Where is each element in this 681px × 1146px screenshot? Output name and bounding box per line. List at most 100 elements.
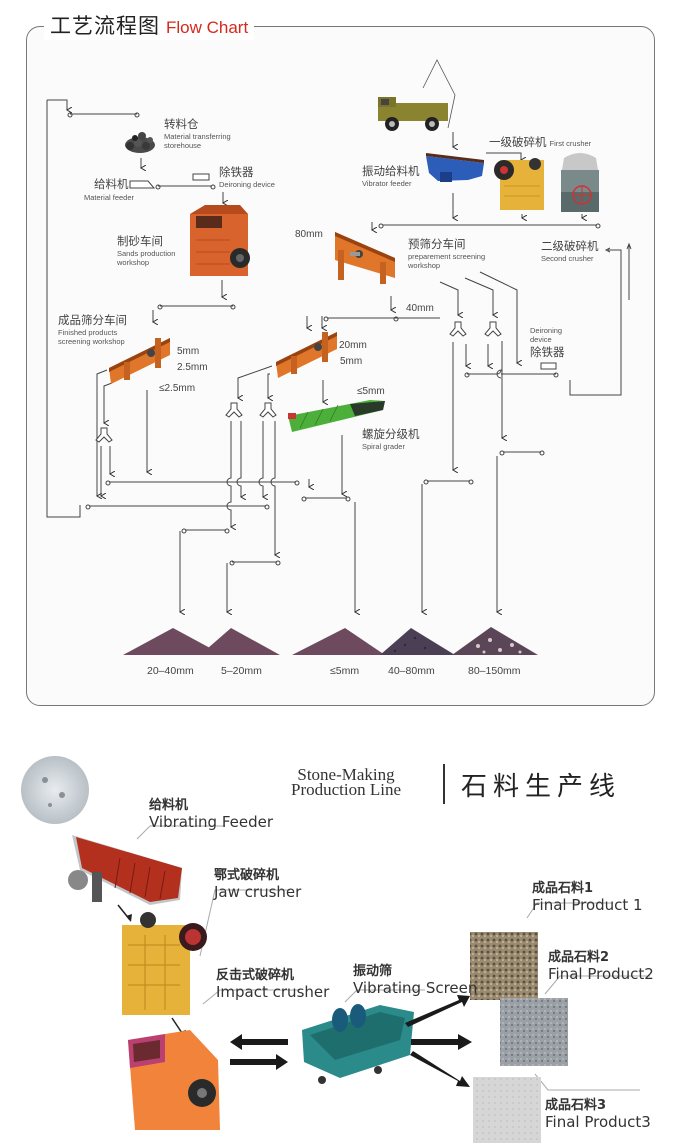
- deironing-2-en2: device: [530, 335, 552, 344]
- pre-screening-machine-icon: [335, 232, 395, 284]
- jaw-crusher-cn: 鄂式破碎机: [214, 868, 280, 883]
- product-label-40-80: 40–80mm: [388, 665, 435, 677]
- splitter-icon: [95, 427, 113, 443]
- sands-crusher-icon: [190, 205, 250, 276]
- pre-screening-en2: workshop: [408, 261, 441, 270]
- first-crusher-label: 一级破碎机 First crusher: [489, 134, 591, 150]
- vibrating-screen-machine-icon: [302, 1004, 414, 1084]
- pile-le5: [292, 628, 385, 655]
- pile-80-150: [452, 627, 538, 655]
- feeder-shape-icon: [129, 180, 156, 189]
- size-80mm: 80mm: [295, 229, 323, 240]
- deironing-device-icon: [192, 173, 210, 181]
- product-label-le5: ≤5mm: [330, 665, 360, 677]
- pre-screening-en1: preparement screening: [408, 252, 486, 261]
- title-en-line1: Stone-Making: [297, 765, 395, 784]
- spiral-grader-en: Spiral grader: [362, 442, 405, 451]
- impact-crusher-cn: 反击式破碎机: [216, 968, 295, 983]
- mid-screening-machine-icon: [276, 332, 337, 378]
- feeder-equipment-cn: 给料机: [149, 798, 189, 813]
- feeder-equipment-en: Vibrating Feeder: [149, 813, 274, 831]
- deironing-2-label: Deironing device 除铁器: [530, 326, 565, 360]
- product-label-20-40: 20–40mm: [147, 665, 194, 677]
- production-line-title-cn: 石料生产线: [461, 772, 622, 802]
- impact-crusher-machine-icon: [128, 1030, 220, 1130]
- pile-5-20: [200, 628, 280, 655]
- product-label-5-20: 5–20mm: [221, 665, 262, 677]
- size-40mm: 40mm: [406, 303, 434, 314]
- pre-screening-label: 预筛分车间 preparement screening workshop: [408, 236, 485, 270]
- pile-20-40: [123, 628, 223, 655]
- product-label-80-150: 80–150mm: [468, 665, 521, 677]
- jaw-crusher-icon: [494, 158, 544, 210]
- spiral-grader-icon: [288, 400, 385, 432]
- storehouse-cn: 转料仓: [164, 117, 199, 131]
- jaw-crusher-en: Jaw crusher: [214, 883, 302, 901]
- jaw-crusher-label: 鄂式破碎机 Jaw crusher: [214, 864, 301, 901]
- deironing-1-label: 除铁器 Deironing device: [219, 164, 275, 189]
- final-product-3-cn: 成品石料3: [545, 1098, 607, 1113]
- cycle-arrows-icon: [230, 1034, 288, 1070]
- dump-truck-icon: [378, 59, 456, 131]
- title-divider: [443, 764, 445, 804]
- recycle-arrow: [47, 99, 67, 110]
- storehouse-label: 转料仓 Material transferring storehouse: [164, 116, 231, 150]
- sands-en2: workshop: [117, 258, 150, 267]
- size-fin-5mm: 5mm: [177, 346, 200, 357]
- final-product-1-label: 成品石料1 Final Product 1: [532, 877, 643, 914]
- size-mid-5mm: 5mm: [340, 356, 363, 367]
- finished-screening-en2: screening workshop: [58, 337, 125, 346]
- feeder-cn: 给料机: [94, 177, 129, 191]
- vibrator-feeder-en: Vibrator feeder: [362, 179, 412, 188]
- final-product-1-swatch: [470, 932, 538, 1000]
- deironing-2-en1: Deironing: [530, 326, 563, 335]
- feeder-en-wrap: Material feeder: [84, 193, 134, 202]
- cone-crusher-icon: [561, 153, 599, 212]
- sands-cn: 制砂车间: [117, 234, 163, 248]
- feeder-en: Material feeder: [84, 193, 135, 202]
- final-product-2-label: 成品石料2 Final Product2: [548, 946, 654, 983]
- storehouse-en1: Material transferring: [164, 132, 231, 141]
- splitter-icon: [449, 321, 467, 337]
- output-arrows-icon: [405, 995, 472, 1087]
- storehouse-pile-icon: [125, 132, 155, 153]
- vibrator-feeder-label: 振动给料机 Vibrator feeder: [362, 163, 420, 188]
- splitter-icon: [259, 402, 277, 418]
- storehouse-en2: storehouse: [164, 141, 202, 150]
- vibrating-screen-cn: 振动筛: [353, 964, 393, 979]
- final-product-1-cn: 成品石料1: [532, 881, 594, 896]
- first-crusher-cn: 一级破碎机: [489, 135, 547, 149]
- size-fin-2-5mm: 2.5mm: [177, 362, 208, 373]
- splitter-icon: [484, 321, 502, 337]
- impact-crusher-en: Impact crusher: [216, 983, 330, 1001]
- final-product-2-swatch: [500, 998, 568, 1066]
- sands-en1: Sands production: [117, 249, 176, 258]
- final-product-3-en: Final Product3: [545, 1113, 651, 1131]
- vibrator-feeder-cn: 振动给料机: [362, 164, 420, 178]
- second-crusher-en: Second crusher: [541, 254, 594, 263]
- impact-crusher-label: 反击式破碎机 Impact crusher: [216, 964, 329, 1001]
- splitter-icon: [225, 402, 243, 418]
- vibrating-feeder-machine-icon: [68, 835, 182, 905]
- finished-screening-machine-icon: [109, 338, 170, 384]
- pile-40-80: [380, 628, 455, 655]
- spiral-grader-cn: 螺旋分级机: [362, 427, 420, 441]
- size-fin-le2-5mm: ≤2.5mm: [159, 383, 196, 394]
- return-loop: [569, 249, 622, 396]
- flow-chart-title-cn: 工艺流程图: [50, 14, 160, 38]
- sands-label: 制砂车间 Sands production workshop: [117, 233, 175, 267]
- jaw-crusher-machine-icon: [122, 912, 207, 1015]
- production-line-title-en: Stone-Making Production Line: [291, 765, 402, 799]
- title-en-line2: Production Line: [291, 780, 402, 799]
- vibrator-feeder-icon: [426, 153, 484, 182]
- final-product-1-en: Final Product 1: [532, 896, 643, 914]
- size-spiral-le5mm: ≤5mm: [357, 386, 385, 397]
- flow-chart-title: 工艺流程图 Flow Chart: [44, 10, 255, 40]
- feeder-label: 给料机: [94, 176, 129, 192]
- pre-screening-cn: 预筛分车间: [408, 237, 466, 251]
- deironing-1-cn: 除铁器: [219, 165, 254, 179]
- finished-screening-cn: 成品筛分车间: [58, 313, 127, 327]
- second-crusher-cn: 二级破碎机: [541, 239, 599, 253]
- finished-screening-en1: Finished products: [58, 328, 118, 337]
- spiral-grader-label: 螺旋分级机 Spiral grader: [362, 426, 420, 451]
